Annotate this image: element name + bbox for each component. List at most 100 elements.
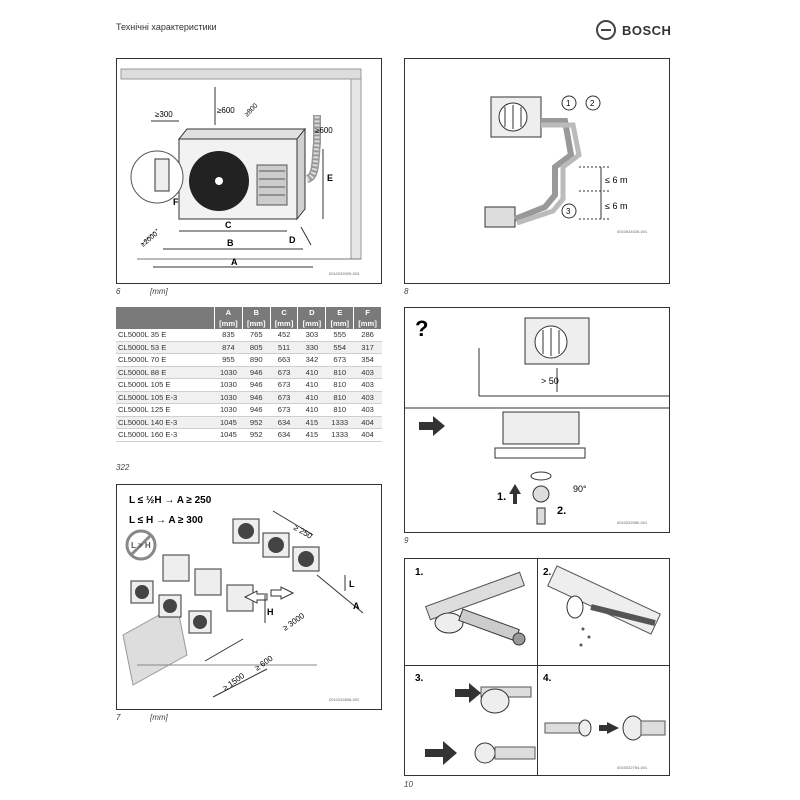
table-header-b: B: [242, 307, 271, 318]
table-cell-model: CL5000L 160 E-3: [116, 428, 215, 442]
figure-8-number: 8: [404, 287, 409, 296]
table-cell-value: 805: [242, 341, 271, 354]
table-cell-value: 673: [270, 391, 298, 404]
dim-a-label: A: [231, 257, 238, 267]
step-3-label-10: 3.: [415, 673, 424, 684]
table-cell-value: 673: [270, 366, 298, 379]
table-cell-value: 874: [214, 341, 243, 354]
figure-10-drawing: 1. 2. 3. 4.: [415, 565, 666, 765]
table-unit-f: [mm]: [353, 318, 382, 329]
figure-6-drawing: C B A E D F ≥300 ≥600 ≥600 ≥800 ≥2000: [120, 68, 362, 268]
table-cell-value: 410: [297, 403, 326, 417]
question-mark: ?: [415, 316, 428, 341]
table-cell-value: 555: [325, 329, 354, 342]
table-cell-value: 554: [325, 341, 354, 354]
table-cell-value: 1333: [325, 428, 354, 442]
figure-10-panel: 1. 2. 3. 4. 0010032754-001: [404, 558, 670, 776]
table-cell-value: 673: [270, 378, 298, 392]
table-cell-value: 415: [297, 416, 326, 429]
bosch-armature-icon: [596, 20, 616, 40]
table-number: 322: [116, 463, 130, 472]
table-cell-value: 410: [297, 378, 326, 392]
table-cell-model: CL5000L 105 E-3: [116, 391, 215, 404]
step-4-label-10: 4.: [543, 673, 552, 684]
dim-d-label: D: [289, 235, 296, 245]
table-cell-value: 1030: [214, 391, 243, 404]
table-cell-value: 403: [353, 391, 382, 404]
clear-3000-label: ≥ 3000: [281, 611, 307, 633]
table-cell-value: 1333: [325, 416, 354, 429]
table-cell-value: 634: [270, 428, 298, 442]
figure-9-drawing: ? > 50 1. 2. 90°: [405, 316, 669, 525]
table-cell-value: 955: [214, 353, 243, 367]
clear-300-label: ≥300: [155, 110, 173, 119]
figure-10-code: 0010032754-001: [617, 765, 648, 770]
table-cell-value: 1030: [214, 378, 243, 392]
dim-f-label: F: [173, 197, 179, 207]
figure-6-number: 6: [116, 287, 121, 296]
distance-1-label: ≤ 6 m: [605, 175, 627, 185]
table-cell-model: CL5000L 88 E: [116, 366, 215, 379]
table-cell-value: 317: [353, 341, 382, 354]
table-cell-value: 810: [325, 366, 354, 379]
table-header-model: [116, 307, 215, 318]
table-cell-value: 673: [325, 353, 354, 367]
marker-1: 1: [566, 99, 571, 108]
dim-c-label: C: [225, 220, 232, 230]
step-1-label-10: 1.: [415, 567, 424, 578]
figure-9-number: 9: [404, 536, 409, 545]
figure-7-rule-1: L ≤ ½H → A ≥ 250: [129, 495, 212, 506]
marker-3: 3: [566, 207, 571, 216]
page-header-title: Технічні характеристики: [116, 22, 217, 32]
table-header-a: A: [214, 307, 243, 318]
forbidden-label: L > H: [131, 541, 151, 550]
table-cell-value: 1045: [214, 428, 243, 442]
figure-6-code: 0010032009-003: [329, 271, 360, 276]
table-header-e: E: [325, 307, 355, 318]
clear-250-label: ≥ 250: [292, 523, 314, 541]
table-unit-d: [mm]: [297, 318, 327, 329]
table-cell-value: 410: [297, 366, 326, 379]
table-cell-value: 286: [353, 329, 382, 342]
table-cell-value: 810: [325, 403, 354, 417]
figure-10-number: 10: [404, 780, 413, 789]
table-unit-a: [mm]: [214, 318, 243, 329]
dim-e-label: E: [327, 173, 333, 183]
figure-7-unit: [mm]: [150, 713, 168, 722]
step-1-label: 1.: [497, 491, 506, 503]
figure-6-unit: [mm]: [150, 287, 168, 296]
table-cell-model: CL5000L 140 E-3: [116, 416, 215, 429]
brand-name: BOSCH: [622, 22, 672, 38]
table-cell-model: CL5000L 105 E: [116, 378, 215, 392]
table-cell-value: 673: [270, 403, 298, 417]
table-cell-value: 410: [297, 391, 326, 404]
table-unit-c: [mm]: [270, 318, 299, 329]
table-cell-value: 452: [270, 329, 298, 342]
table-header-d: D: [297, 307, 327, 318]
figure-7-drawing: L > H L ≤ ½H → A ≥ 250 L ≤ H → A ≥ 300 ≥…: [122, 495, 364, 698]
clear-600-side-label: ≥600: [315, 126, 333, 135]
dim-a-label-7: A: [353, 601, 360, 611]
table-cell-value: 403: [353, 378, 382, 392]
table-cell-value: 810: [325, 391, 354, 404]
table-cell-value: 404: [353, 428, 382, 442]
table-unit-e: [mm]: [325, 318, 355, 329]
table-cell-model: CL5000L 70 E: [116, 353, 215, 367]
table-cell-value: 415: [297, 428, 326, 442]
step-2-label: 2.: [557, 505, 566, 517]
table-cell-value: 946: [242, 403, 271, 417]
table-cell-value: 835: [214, 329, 243, 342]
table-cell-value: 342: [297, 353, 326, 367]
table-cell-value: 810: [325, 378, 354, 392]
table-cell-value: 946: [242, 366, 271, 379]
dimensions-table: A B C D E F [mm] [mm] [mm] [mm] [mm] [mm…: [116, 307, 382, 442]
table-cell-value: 1030: [214, 366, 243, 379]
table-cell-value: 403: [353, 366, 382, 379]
